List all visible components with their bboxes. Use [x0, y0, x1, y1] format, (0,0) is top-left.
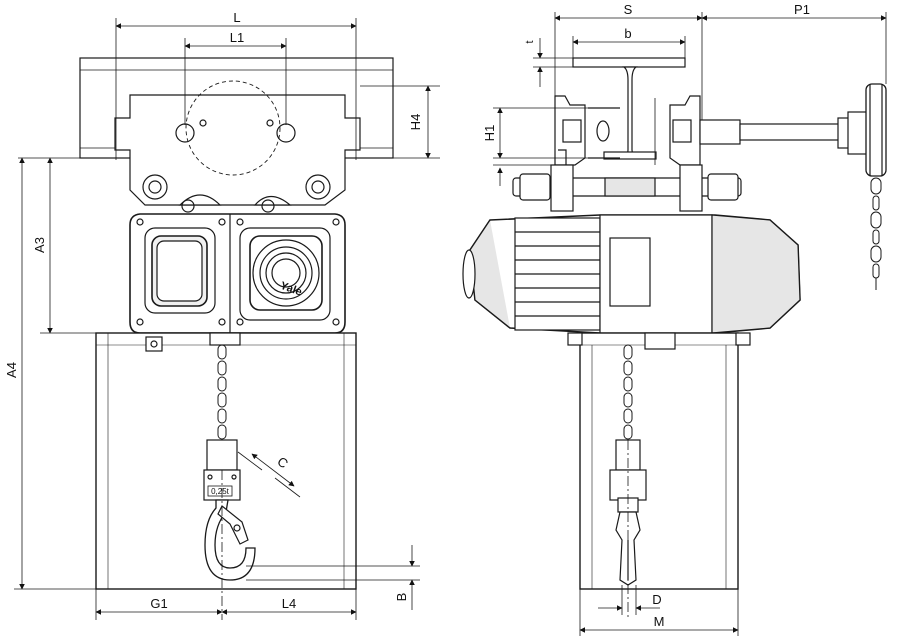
side-view-dimensions — [493, 12, 887, 636]
dim-label-B: B — [394, 593, 409, 602]
front-view — [79, 57, 394, 590]
load-chain-side — [623, 344, 633, 440]
trolley-plate — [114, 94, 361, 206]
hand-chain — [870, 177, 882, 290]
hand-chain-wheel — [865, 83, 887, 177]
dim-label-S: S — [624, 2, 633, 17]
gearbox-side — [579, 332, 739, 590]
dim-label-L: L — [233, 10, 240, 25]
dim-label-H4: H4 — [408, 114, 423, 131]
load-capacity-tag: 0,25t — [211, 487, 230, 496]
chain-wheel-shaft — [699, 119, 741, 145]
dim-label-G1: G1 — [150, 596, 167, 611]
front-view-dimensions — [14, 18, 440, 620]
dim-label-D: D — [652, 592, 661, 607]
dim-label-P1: P1 — [794, 2, 810, 17]
hook-block — [206, 439, 238, 471]
i-beam-web — [619, 66, 641, 159]
dim-label-M: M — [654, 614, 665, 629]
i-beam-top-flange — [572, 57, 686, 68]
hanger-nut-right — [305, 174, 331, 200]
dim-label-H1: H1 — [482, 125, 497, 142]
load-chain-front — [217, 344, 227, 440]
dim-label-t: t — [524, 40, 536, 43]
dim-label-L4: L4 — [282, 596, 296, 611]
load-hook — [204, 499, 256, 581]
dim-label-A4: A4 — [4, 362, 19, 378]
dim-label-A3: A3 — [32, 237, 47, 253]
trolley-wheel-dashed — [185, 80, 281, 176]
side-view — [462, 57, 887, 590]
hanger-nut-left — [142, 174, 168, 200]
dim-label-L1: L1 — [230, 30, 244, 45]
dim-label-b: b — [624, 26, 631, 41]
